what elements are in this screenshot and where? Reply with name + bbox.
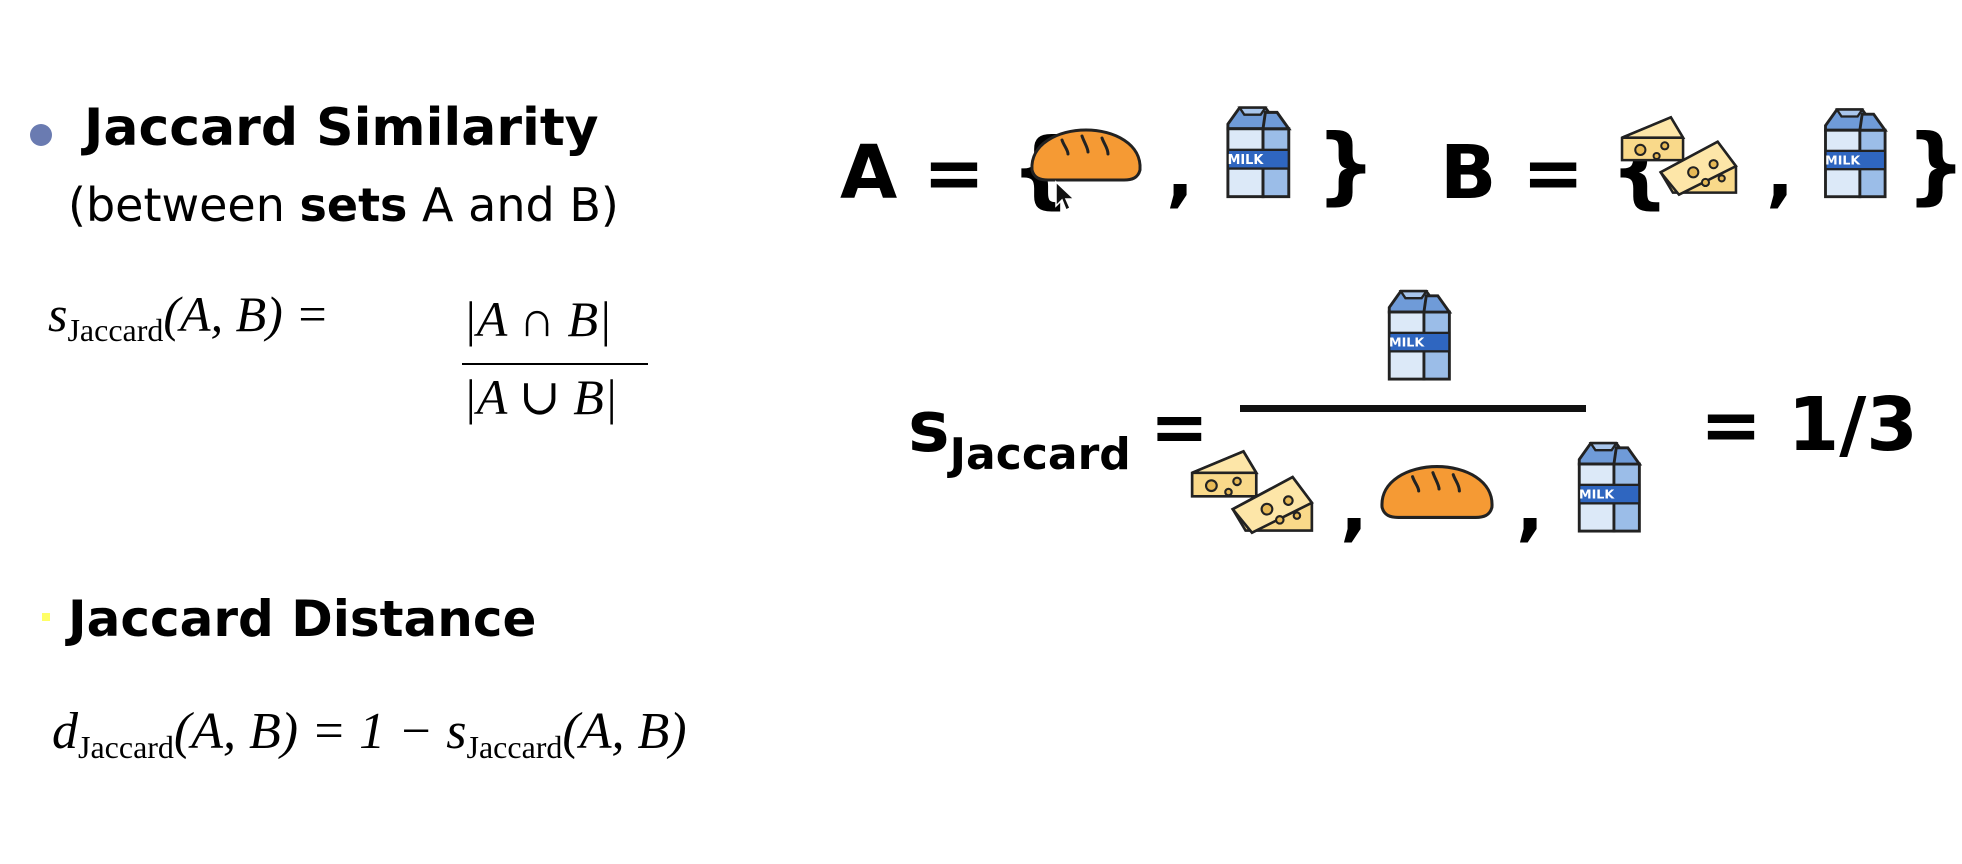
cheese-icon xyxy=(1620,116,1738,196)
set-a-close-brace: } xyxy=(1316,116,1376,214)
bread-icon xyxy=(1380,465,1494,519)
milk-carton-icon xyxy=(1387,289,1451,381)
denominator-comma-2: , xyxy=(1516,464,1545,550)
milk-carton-icon xyxy=(1577,441,1641,533)
fraction-bar xyxy=(462,363,648,365)
sim-sub: Jaccard xyxy=(67,312,164,348)
sim-args: (A, B) = xyxy=(163,286,330,342)
denominator-comma-1: , xyxy=(1340,464,1369,550)
set-b-close-brace: } xyxy=(1906,116,1962,214)
sub-bold-sets: sets xyxy=(299,178,408,232)
formula-numerator: |A ∩ B| xyxy=(463,291,612,347)
s-jaccard-equals: = xyxy=(1150,386,1209,468)
jaccard-result: = 1/3 xyxy=(1700,382,1918,468)
heading-jaccard-distance: Jaccard Distance xyxy=(68,590,537,648)
sub-prefix: (between xyxy=(68,178,300,232)
similarity-formula: sJaccard(A, B) = xyxy=(48,285,330,348)
cheese-icon xyxy=(1190,450,1314,535)
subheading-between-sets: (between sets A and B) xyxy=(68,178,619,232)
set-b-comma: , xyxy=(1766,130,1795,216)
formula-denominator: |A ∪ B| xyxy=(463,369,618,425)
bullet-point xyxy=(30,124,52,146)
dist-sub2: Jaccard xyxy=(466,729,563,765)
dist-mid: (A, B) = 1 − s xyxy=(173,703,467,760)
milk-carton-icon xyxy=(1823,108,1887,199)
s-jaccard-label: sJaccard xyxy=(908,386,1131,480)
computation-fraction-bar xyxy=(1240,405,1586,412)
sim-s: s xyxy=(48,286,68,342)
distance-formula: dJaccard(A, B) = 1 − sJaccard(A, B) xyxy=(52,702,687,765)
bread-icon xyxy=(1030,128,1142,182)
dist-d: d xyxy=(52,703,78,760)
set-a-label: A = xyxy=(840,130,1011,216)
dist-end: (A, B) xyxy=(562,703,687,760)
heading-jaccard-similarity: Jaccard Similarity xyxy=(84,98,599,158)
mouse-cursor-icon xyxy=(1055,180,1076,212)
highlight-marker xyxy=(42,613,50,621)
milk-carton-icon xyxy=(1226,106,1291,199)
sub-suffix: A and B) xyxy=(407,178,619,232)
set-a-comma: , xyxy=(1166,130,1195,216)
sj-sub: Jaccard xyxy=(949,429,1131,480)
set-b-label: B = xyxy=(1440,130,1610,216)
dist-sub: Jaccard xyxy=(78,729,174,765)
sj-s: s xyxy=(908,386,950,468)
